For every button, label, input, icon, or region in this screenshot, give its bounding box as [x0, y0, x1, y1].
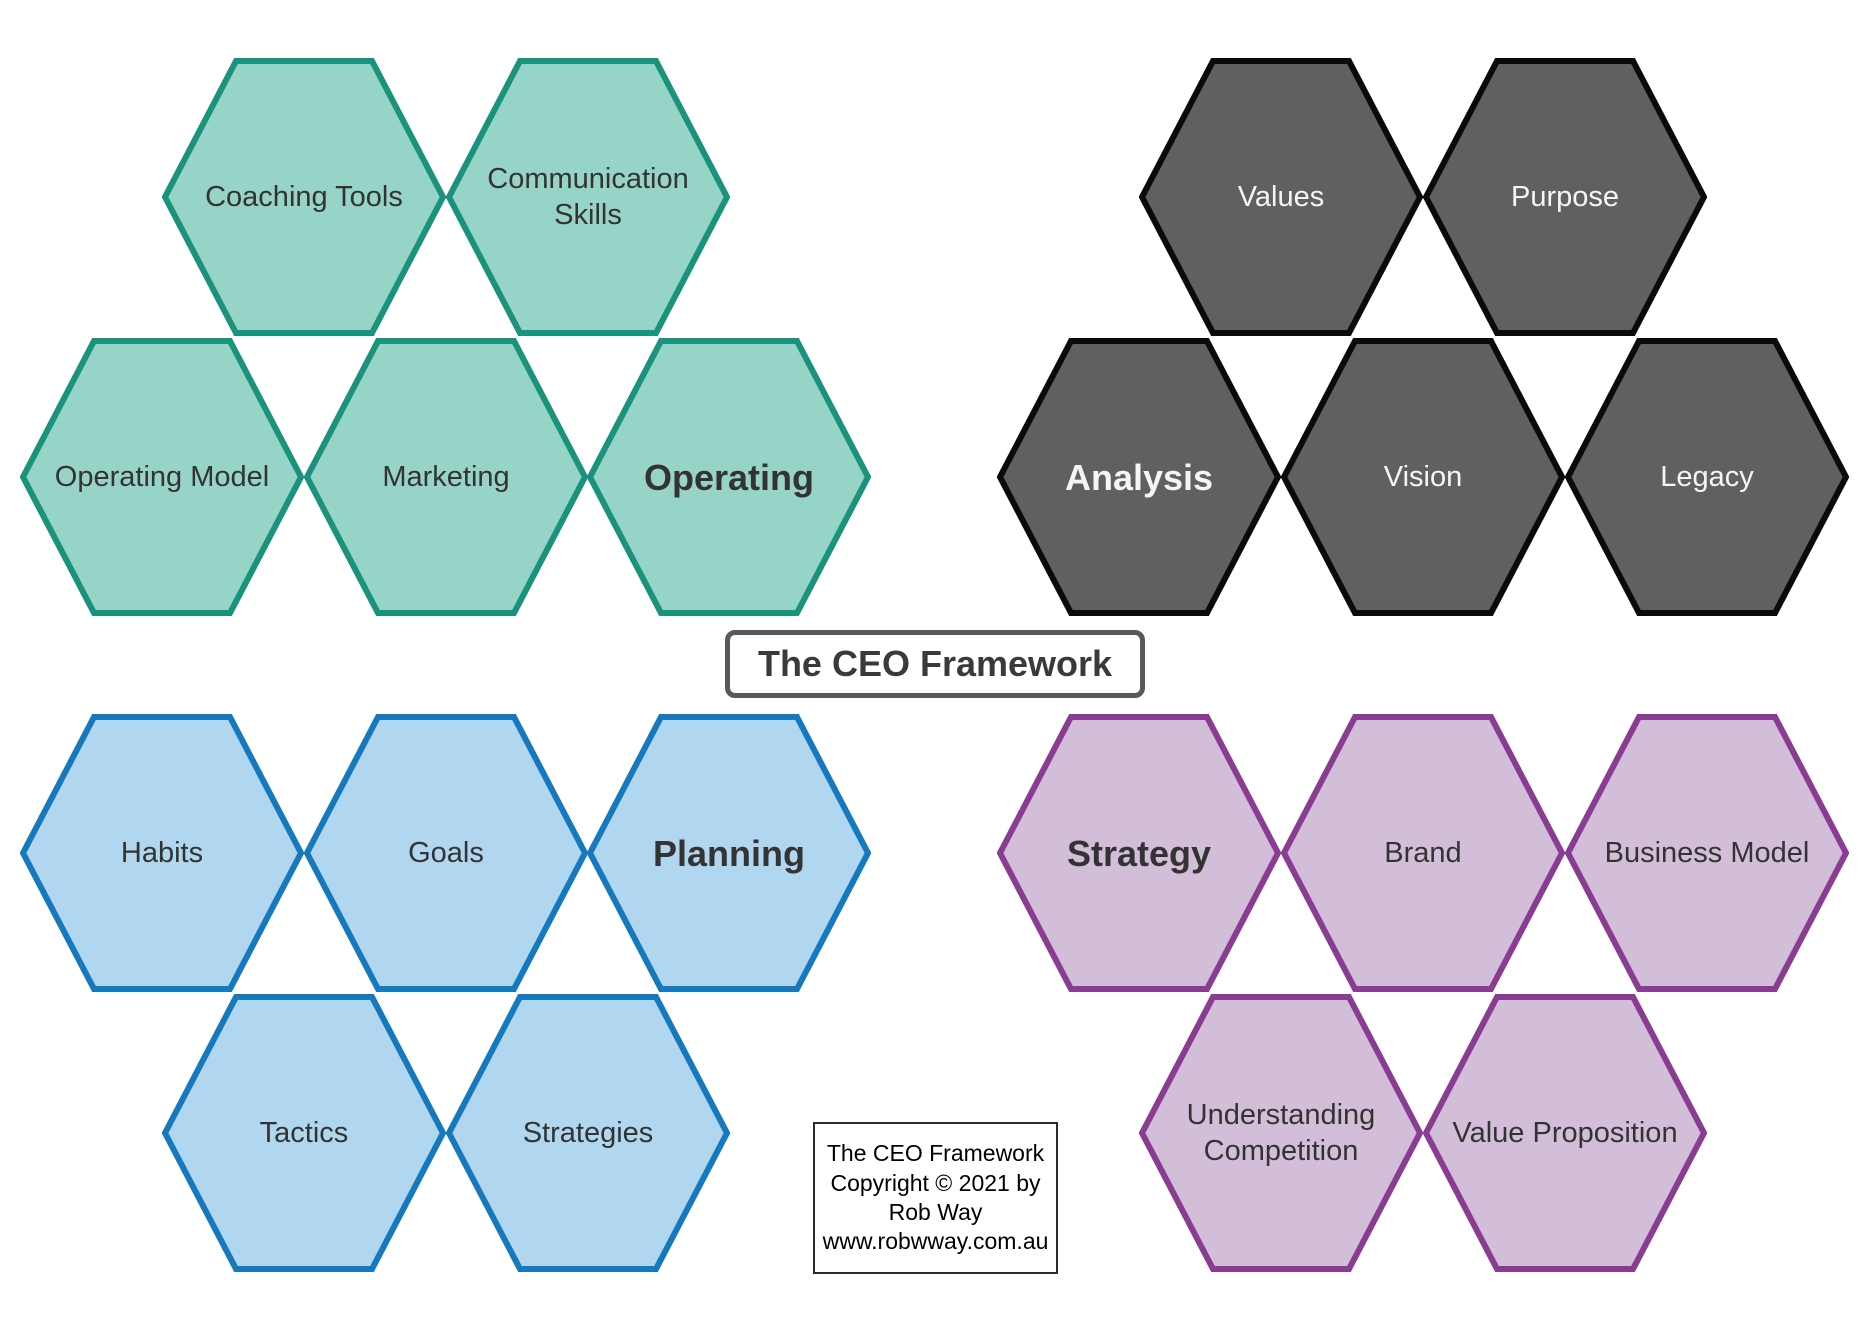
hexagon-shape [20, 714, 304, 992]
hex-operating: Operating [587, 337, 871, 617]
hex-vision: Vision [1281, 337, 1565, 617]
hex-label: Marketing [382, 460, 510, 493]
title-box: The CEO Framework [725, 630, 1145, 698]
hex-label: Value Proposition [1452, 1116, 1678, 1149]
hexagon-shape [997, 714, 1281, 992]
copyright-line-2: Copyright © 2021 by [830, 1169, 1041, 1196]
hex-label: Habits [120, 836, 204, 869]
hex-communication-skills: Communication Skills [446, 57, 730, 337]
hex-label: Strategies [522, 1116, 654, 1149]
hex-label: Legacy [1660, 460, 1754, 493]
hexagon-shape [162, 994, 446, 1272]
hexagon-shape [587, 338, 871, 616]
hex-planning: Planning [587, 713, 871, 993]
hex-label: Strategy [1066, 832, 1212, 874]
hexagon-shape [587, 714, 871, 992]
hex-label: Tactics [259, 1116, 349, 1149]
hex-label: Analysis [1064, 456, 1214, 498]
hex-marketing: Marketing [304, 337, 588, 617]
hex-values: Values [1139, 57, 1423, 337]
diagram-title: The CEO Framework [757, 643, 1113, 684]
hexagon-shape [1565, 714, 1849, 992]
hex-business-model: Business Model [1565, 713, 1849, 993]
hexagon-shape [1139, 994, 1423, 1272]
hex-operating-model: Operating Model [20, 337, 304, 617]
hex-goals: Goals [304, 713, 588, 993]
hex-label: Goals [408, 836, 484, 869]
hexagon-shape [1281, 714, 1565, 992]
hex-value-proposition: Value Proposition [1423, 993, 1707, 1273]
hexagon-shape [1423, 994, 1707, 1272]
hexagon-shape [446, 58, 730, 336]
hex-label: Brand [1384, 836, 1462, 869]
hex-strategies: Strategies [446, 993, 730, 1273]
hex-label: Communication Skills [487, 162, 689, 231]
copyright-line-3: Rob Way [888, 1199, 983, 1225]
hexagon-shape [304, 714, 588, 992]
hexagon-shape [997, 338, 1281, 616]
copyright-box: The CEO Framework Copyright © 2021 by Ro… [813, 1122, 1058, 1274]
hexagon-shape [1423, 58, 1707, 336]
hexagon-shape [20, 338, 304, 616]
hexagon-shape [1281, 338, 1565, 616]
hexagon-shape [446, 994, 730, 1272]
hex-label: Vision [1383, 460, 1463, 493]
copyright-line-1: The CEO Framework [826, 1140, 1045, 1167]
hex-label: Values [1237, 180, 1325, 213]
hex-legacy: Legacy [1565, 337, 1849, 617]
hex-tactics: Tactics [162, 993, 446, 1273]
hex-label: Business Model [1604, 836, 1810, 869]
hexagon-shape [162, 58, 446, 336]
hex-analysis: Analysis [997, 337, 1281, 617]
hex-purpose: Purpose [1423, 57, 1707, 337]
hex-label: Planning [653, 832, 805, 874]
hexagon-shape [1565, 338, 1849, 616]
hexagon-shape [304, 338, 588, 616]
copyright-url: www.robwway.com.au [822, 1228, 1049, 1255]
hex-habits: Habits [20, 713, 304, 993]
hex-understanding-competition: Understanding Competition [1139, 993, 1423, 1273]
hex-label: Coaching Tools [205, 180, 403, 213]
hex-coaching-tools: Coaching Tools [162, 57, 446, 337]
hex-brand: Brand [1281, 713, 1565, 993]
hexagon-shape [1139, 58, 1423, 336]
hex-label: Operating Model [54, 460, 270, 493]
hex-label: Understanding Competition [1186, 1098, 1376, 1167]
hex-label: Operating [643, 456, 814, 498]
hex-strategy: Strategy [997, 713, 1281, 993]
hex-label: Purpose [1510, 180, 1619, 213]
